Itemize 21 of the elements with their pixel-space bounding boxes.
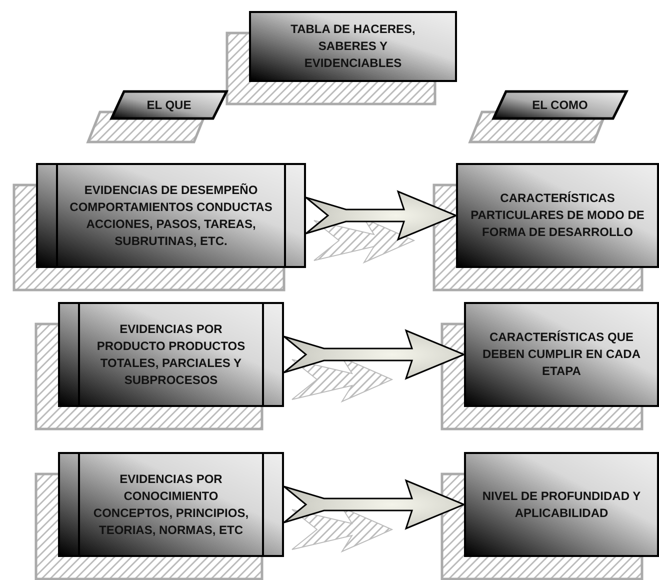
parallelogram-label [110,90,228,120]
box-text: NIVEL DE PROFUNDIDAD Y APLICABILIDAD [481,488,642,522]
box-text: CARACTERÍSTICAS QUE DEBEN CUMPLIR EN CADA ETAPA [481,329,642,380]
block-arrow [305,190,458,241]
characteristics-box [464,452,659,557]
box-text: TABLA DE HACERES, SABERES Y EVIDENCIABLES [290,21,416,72]
evidence-box [58,302,284,407]
block-arrow [283,329,466,380]
box-text: EL QUE [146,96,192,114]
evidence-box [58,452,284,557]
title-box [249,11,457,82]
parallelogram-label [492,90,628,120]
box-text: EL COMO [532,96,588,114]
box-text: EVIDENCIAS DE DESEMPEÑO COMPORTAMIENTOS CONDUCTAS ACCIONES, PASOS, TAREAS, SUBRUTINAS, ETC. [68,182,274,250]
characteristics-box [456,163,659,268]
box-text: EVIDENCIAS POR CONOCIMIENTO CONCEPTOS, PRINCIPIOS, TEORIAS, NORMAS, ETC [92,470,250,538]
box-text: EVIDENCIAS POR PRODUCTO PRODUCTOS TOTALES, PARCIALES Y SUBPROCESOS [96,320,246,388]
evidence-box [36,163,306,268]
block-arrow [283,479,466,530]
box-text: CARACTERÍSTICAS PARTICULARES DE MODO DE FORMA DE DESARROLLO [470,190,646,241]
characteristics-box [464,302,659,407]
